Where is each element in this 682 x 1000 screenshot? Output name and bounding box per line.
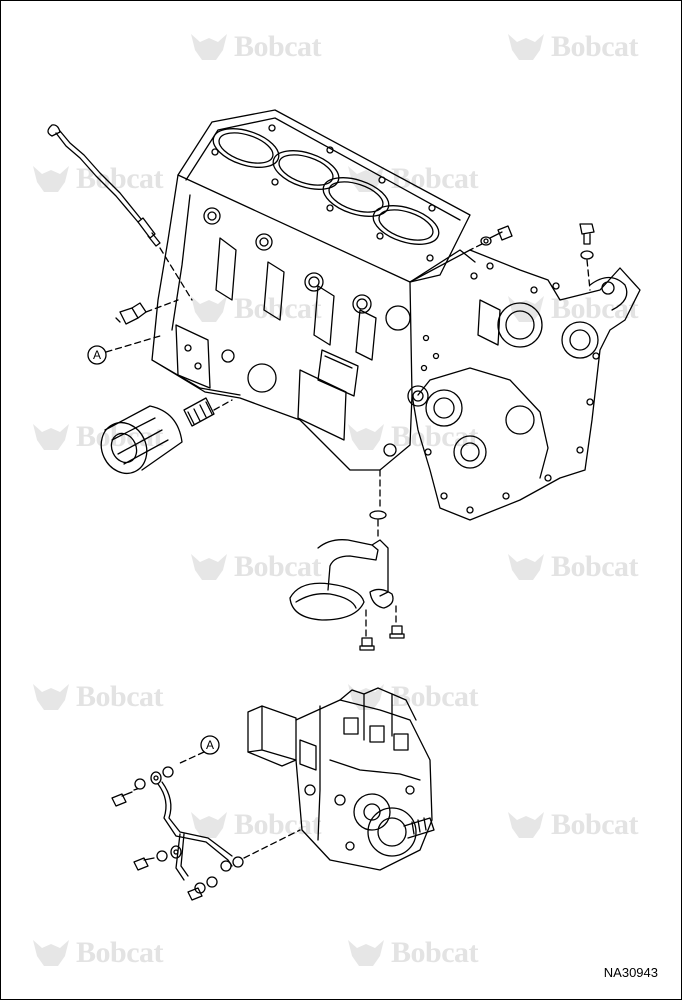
engine-block <box>151 109 476 471</box>
drain-bolt <box>579 223 595 260</box>
bolt-washer-set-upper-right <box>480 225 513 246</box>
callout-a-upper: A <box>87 345 107 365</box>
bolt-guide-line <box>469 243 483 251</box>
callout-a-lower-line <box>177 751 205 765</box>
oil-filter-nipple <box>183 397 215 427</box>
oil-pipe-lower-fitting <box>156 845 244 894</box>
banjo-bolt-lower <box>187 887 203 901</box>
banjo-bolt-upper <box>111 791 133 807</box>
oil-pipe-upper-fitting <box>134 766 174 790</box>
banjo-bolt-lower-left <box>133 857 155 871</box>
oil-pipe <box>157 781 233 881</box>
oil-filter <box>100 405 183 474</box>
banjo-guide-upper <box>133 787 141 791</box>
fuel-injection-pump <box>247 687 435 871</box>
drain-bolt-guide-line <box>586 259 591 291</box>
callout-label: A <box>206 738 214 752</box>
callout-label: A <box>93 348 101 362</box>
pump-guide-line <box>243 829 301 859</box>
oil-strainer <box>289 539 394 621</box>
callout-a-upper-line <box>105 335 161 353</box>
filter-guide-line <box>213 399 233 411</box>
switch-guide-line <box>145 299 179 313</box>
dipstick <box>47 124 161 247</box>
gear-case <box>407 249 641 521</box>
oil-pressure-switch <box>115 302 147 325</box>
strainer-bolt-right <box>389 625 405 639</box>
o-ring <box>369 510 387 520</box>
callout-a-lower: A <box>200 735 220 755</box>
strainer-bolt-left <box>359 637 375 651</box>
drawing-number: NA30943 <box>603 965 658 980</box>
